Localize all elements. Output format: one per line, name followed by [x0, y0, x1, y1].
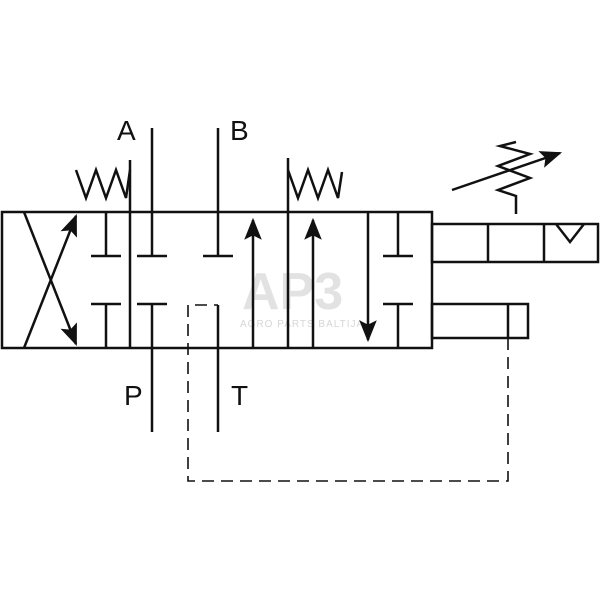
watermark-caption: AGRO PARTS BALTIJA — [240, 319, 364, 330]
pilot-line-dashed — [187, 304, 509, 482]
port-label-p: P — [124, 380, 143, 411]
neutral-blocked-ports — [137, 212, 233, 348]
right-blocked-ports — [383, 212, 413, 348]
pilot-cylinder — [430, 302, 530, 340]
detent-icon — [430, 222, 600, 264]
port-lines — [150, 128, 220, 432]
port-label-t: T — [231, 380, 248, 411]
port-label-b: B — [230, 115, 249, 146]
adjustable-spring-icon — [451, 140, 563, 214]
watermark-logo: AP3 — [242, 263, 343, 321]
spring-icon — [74, 166, 132, 202]
left-blocked-ports — [91, 212, 121, 348]
port-label-a: A — [117, 115, 136, 146]
float-position-arrows — [22, 211, 78, 349]
right-position-arrows — [304, 212, 377, 348]
spring-icon — [286, 166, 344, 202]
watermark: AP3 AGRO PARTS BALTIJA — [240, 263, 364, 330]
